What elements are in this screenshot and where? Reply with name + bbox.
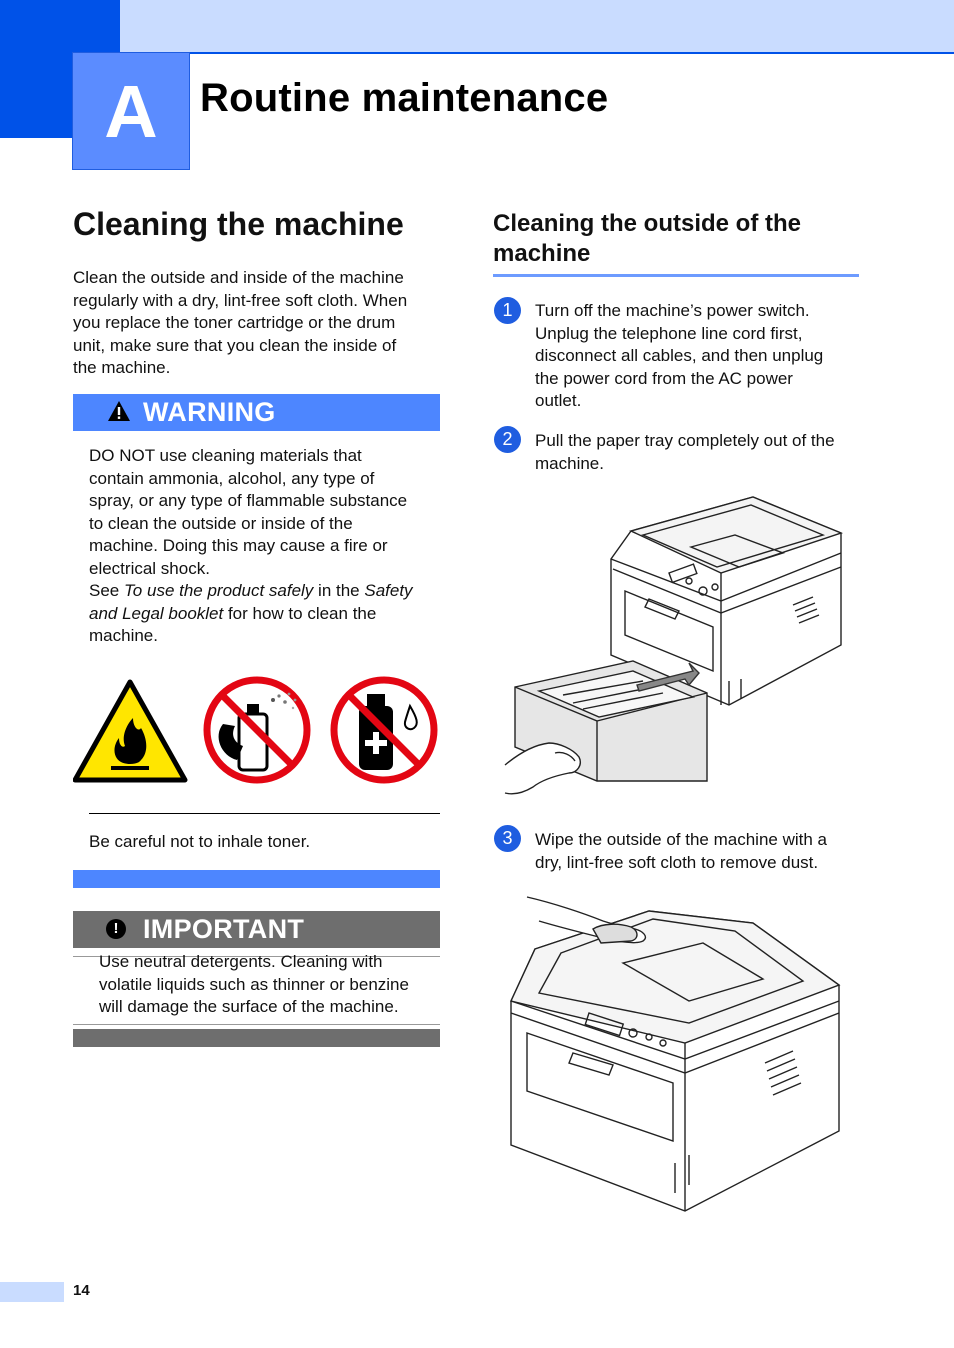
step-line: outlet. bbox=[535, 391, 582, 410]
divider bbox=[73, 1024, 440, 1025]
step-number-1: 1 bbox=[494, 297, 521, 324]
warning-banner: WARNING bbox=[73, 394, 440, 431]
intro-line: unit, make sure that you clean the insid… bbox=[73, 335, 397, 355]
section-intro: Clean the outside and inside of the mach… bbox=[73, 267, 443, 380]
warning-label: WARNING bbox=[143, 397, 276, 427]
step-line: disconnect all cables, and then unplug bbox=[535, 346, 824, 365]
warning-line: DO NOT use cleaning materials that bbox=[89, 446, 362, 465]
no-liquid-icon bbox=[330, 676, 438, 784]
divider bbox=[89, 813, 440, 814]
warning-line: machine. bbox=[89, 626, 158, 645]
divider bbox=[73, 956, 440, 957]
step-2-text: Pull the paper tray completely out of th… bbox=[535, 430, 865, 475]
step-line: Unplug the telephone line cord first, bbox=[535, 323, 803, 343]
warning-footer-bar bbox=[73, 870, 440, 888]
important-banner: ! IMPORTANT bbox=[73, 911, 440, 948]
printer-wiping-illustration bbox=[510, 896, 841, 1212]
important-text: Use neutral detergents. Cleaning with vo… bbox=[99, 951, 444, 1019]
step-line: dry, lint-free soft cloth to remove dust… bbox=[535, 852, 819, 872]
warning-line: electrical shock. bbox=[89, 558, 210, 578]
step-line: machine. bbox=[535, 453, 604, 473]
warning-triangle-icon bbox=[108, 401, 130, 421]
header-band bbox=[120, 0, 954, 54]
section-title: Cleaning the machine bbox=[73, 206, 404, 242]
step-3-text: Wipe the outside of the machine with a d… bbox=[535, 829, 865, 874]
intro-line: you replace the toner cartridge or the d… bbox=[73, 313, 396, 332]
warning-line: to clean the outside or inside of the bbox=[89, 513, 353, 533]
no-spray-icon bbox=[203, 676, 311, 784]
chapter-title: Routine maintenance bbox=[200, 76, 609, 120]
warning-line: spray, or any type of flammable substanc… bbox=[89, 491, 408, 510]
printer-tray-illustration bbox=[504, 496, 844, 795]
warning-see-line: and Legal booklet for how to clean the bbox=[89, 603, 377, 623]
important-exclamation-icon: ! bbox=[106, 919, 126, 939]
page-tab bbox=[0, 1282, 64, 1302]
step-line: Pull the paper tray completely out of th… bbox=[535, 431, 835, 450]
important-line: Use neutral detergents. Cleaning with bbox=[99, 952, 383, 971]
step-line: the power cord from the AC power bbox=[535, 368, 793, 388]
important-label: IMPORTANT bbox=[143, 914, 305, 944]
step-line: Wipe the outside of the machine with a bbox=[535, 830, 827, 849]
warning-line: contain ammonia, alcohol, any type of bbox=[89, 468, 375, 488]
step-1-text: Turn off the machine’s power switch. Unp… bbox=[535, 300, 865, 413]
warning-text: DO NOT use cleaning materials that conta… bbox=[89, 445, 444, 648]
subsection-rule bbox=[493, 274, 859, 277]
step-line: Turn off the machine’s power switch. bbox=[535, 301, 810, 320]
booklet-name: and Legal booklet bbox=[89, 603, 224, 623]
safety-icons bbox=[73, 676, 438, 784]
important-line: volatile liquids such as thinner or benz… bbox=[99, 974, 409, 994]
intro-line: the machine. bbox=[73, 358, 171, 377]
flammable-warning-icon bbox=[73, 679, 188, 783]
warning-note: Be careful not to inhale toner. bbox=[89, 832, 311, 851]
important-line: will damage the surface of the machine. bbox=[99, 997, 399, 1016]
safety-reference-link: To use the product safely bbox=[123, 581, 314, 600]
page-number: 14 bbox=[73, 1282, 90, 1299]
step-number-2: 2 bbox=[494, 426, 521, 453]
warning-see-line: See To use the product safely in the Saf… bbox=[89, 581, 413, 600]
subsection-title-line: Cleaning the outside of the bbox=[493, 210, 802, 237]
warning-line: machine. Doing this may cause a fire or bbox=[89, 536, 388, 555]
chapter-letter: A bbox=[72, 52, 190, 170]
important-footer-bar bbox=[73, 1029, 440, 1047]
booklet-name: Safety bbox=[364, 581, 413, 600]
intro-line: regularly with a dry, lint-free soft clo… bbox=[73, 290, 408, 310]
intro-line: Clean the outside and inside of the mach… bbox=[73, 268, 404, 287]
step-number-3: 3 bbox=[494, 825, 521, 852]
subsection-title: Cleaning the outside of the machine bbox=[493, 209, 801, 269]
subsection-title-line: machine bbox=[493, 240, 591, 267]
